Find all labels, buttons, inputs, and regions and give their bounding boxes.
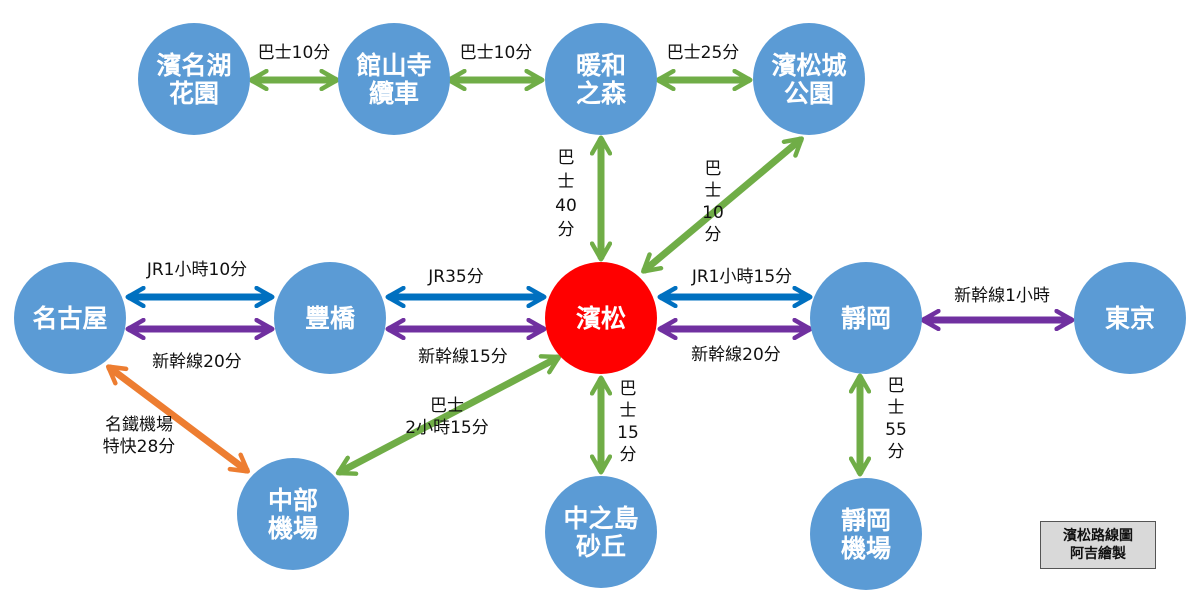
station-node-tokyo: 東京 — [1074, 262, 1186, 374]
station-circle — [138, 23, 250, 135]
station-label: 東京 — [1105, 304, 1155, 333]
station-circle — [753, 23, 865, 135]
station-node-hamamatsu: 濱松 — [545, 262, 657, 374]
station-circle — [338, 23, 450, 135]
edge-label-shizuoka-airport: 分 — [888, 442, 905, 462]
edge-label-nagoya-toyohashi-jr: JR1小時10分 — [146, 260, 247, 280]
edge-label-castle-hamamatsu: 分 — [705, 225, 722, 245]
station-label: 中之島 — [563, 504, 638, 533]
station-label: 機場 — [841, 534, 891, 563]
station-node-toyohashi: 豐橋 — [274, 262, 386, 374]
edge-label-shizuoka-airport: 巴 — [888, 376, 905, 396]
edge-label-toyohashi-hamamatsu-jr: JR35分 — [427, 267, 483, 287]
station-circle — [810, 262, 922, 374]
station-label: 公園 — [784, 79, 834, 108]
credit-box: 濱松路線圖 阿吉繪製 — [1040, 521, 1156, 569]
station-label: 濱松城 — [771, 51, 846, 80]
labels-layer: 巴士10分巴士10分巴士25分巴士40分巴士10分JR1小時10分新幹線20分J… — [103, 43, 1050, 465]
edge-label-nagoya-chubu: 特快28分 — [103, 437, 176, 457]
edge-label-danwa-hamamatsu: 巴 — [558, 148, 575, 168]
station-label: 靜岡 — [841, 506, 891, 535]
station-label: 纜車 — [369, 79, 419, 108]
double-arrow-bus-13 — [335, 354, 562, 476]
edge-label-hamamatsu-nakatajima: 分 — [620, 445, 637, 465]
edge-label-danwa-hamamatsu: 分 — [558, 220, 575, 240]
edge-label-danwa-hamamatsu: 士 — [558, 172, 575, 192]
edges-layer — [105, 68, 1075, 477]
station-circle — [810, 478, 922, 590]
station-circle — [545, 476, 657, 588]
station-label: 名古屋 — [32, 304, 107, 333]
double-arrow-bus-4 — [641, 136, 804, 274]
edge-label-hamamatsu-nakatajima: 15 — [617, 423, 639, 443]
nodes-layer: 濱名湖花園館山寺纜車暖和之森濱松城公園名古屋豐橋濱松靜岡東京中部機場中之島砂丘靜… — [14, 23, 1186, 590]
station-label: 館山寺 — [356, 51, 431, 80]
credit-author: 阿吉繪製 — [1070, 546, 1126, 562]
edge-label-nagoya-chubu: 名鐵機場 — [105, 415, 173, 435]
edge-label-hamanako-kanzanji: 巴士10分 — [258, 43, 331, 63]
edge-label-shizuoka-airport: 士 — [888, 398, 905, 418]
station-label: 中部 — [268, 486, 318, 515]
edge-label-chubu-hamamatsu: 巴士 — [430, 396, 464, 416]
station-label: 濱松 — [576, 304, 626, 333]
edge-label-danwa-hamamatsu: 40 — [555, 196, 577, 216]
edge-label-nagoya-toyohashi-shinkansen: 新幹線20分 — [152, 351, 242, 372]
edge-label-shizuoka-tokyo: 新幹線1小時 — [954, 285, 1050, 306]
station-label: 機場 — [268, 514, 318, 543]
station-circle — [1074, 262, 1186, 374]
edge-label-hamamatsu-nakatajima: 士 — [620, 401, 637, 421]
edge-label-hamamatsu-nakatajima: 巴 — [620, 379, 637, 399]
station-circle — [545, 262, 657, 374]
station-label: 暖和 — [576, 51, 626, 80]
edge-label-danwa-castle: 巴士25分 — [667, 43, 740, 63]
edge-label-castle-hamamatsu: 巴 — [705, 159, 722, 179]
credit-title: 濱松路線圖 — [1063, 528, 1133, 544]
edge-label-hamamatsu-shizuoka-shinkansen: 新幹線20分 — [691, 344, 781, 365]
station-circle — [237, 458, 349, 570]
station-circle — [274, 262, 386, 374]
edge-label-castle-hamamatsu: 士 — [705, 181, 722, 201]
station-label: 靜岡 — [841, 304, 891, 333]
edge-label-castle-hamamatsu: 10 — [702, 203, 724, 223]
station-label: 之森 — [576, 79, 627, 108]
station-label: 花園 — [169, 79, 219, 108]
station-circle — [545, 23, 657, 135]
station-node-nagoya: 名古屋 — [14, 262, 126, 374]
station-label: 濱名湖 — [156, 51, 231, 80]
station-circle — [14, 262, 126, 374]
station-node-shizuoka: 靜岡 — [810, 262, 922, 374]
station-label: 豐橋 — [305, 304, 356, 333]
edge-label-shizuoka-airport: 55 — [885, 420, 907, 440]
edge-label-chubu-hamamatsu: 2小時15分 — [405, 418, 488, 438]
double-arrow-express-12 — [105, 364, 251, 474]
station-label: 砂丘 — [576, 532, 626, 561]
edge-label-hamamatsu-shizuoka-jr: JR1小時15分 — [691, 267, 792, 287]
edge-label-toyohashi-hamamatsu-shinkansen: 新幹線15分 — [418, 346, 508, 367]
edge-label-kanzanji-danwa: 巴士10分 — [460, 43, 533, 63]
